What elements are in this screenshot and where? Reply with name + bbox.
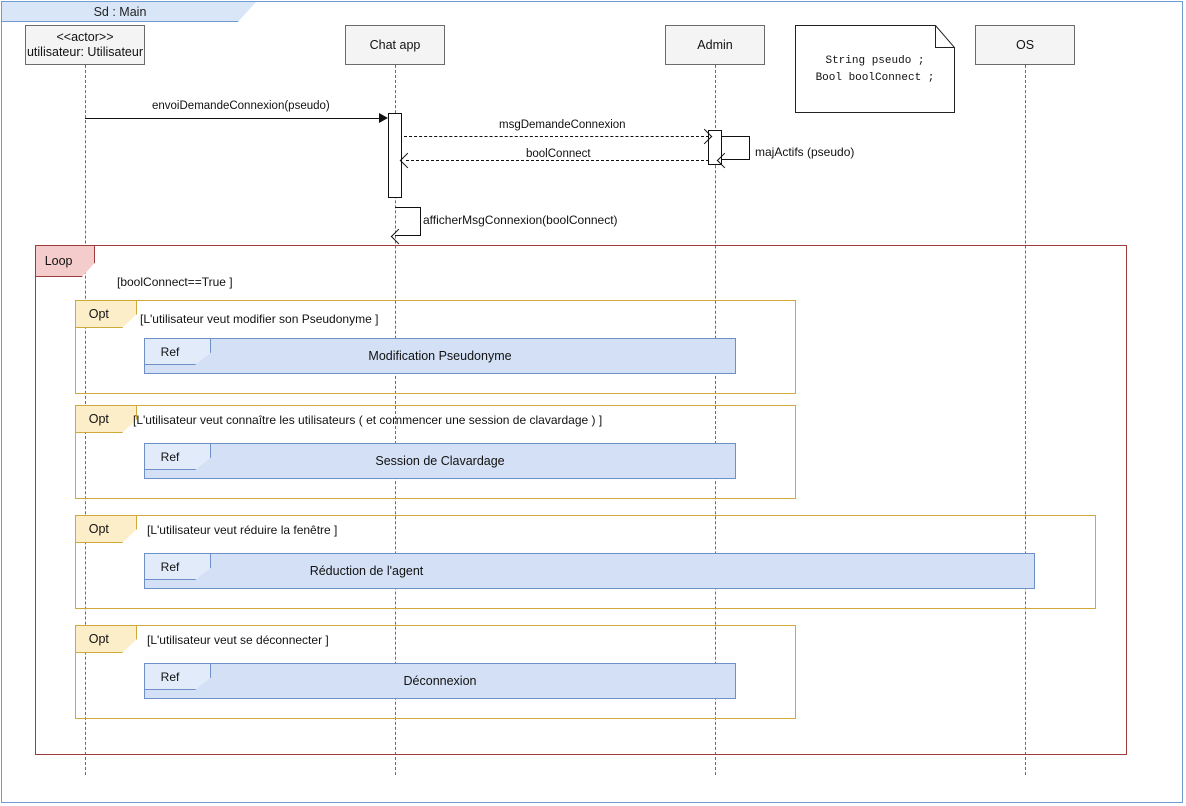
lifeline-head-os[interactable]: OS: [975, 25, 1075, 65]
opt-fragment-4: [75, 625, 796, 719]
opt-4-guard: [L'utilisateur veut se déconnecter ]: [147, 633, 329, 647]
message-label-afficher-msg-connexion: afficherMsgConnexion(boolConnect): [423, 213, 618, 227]
opt-1-tag-label: Opt: [88, 307, 109, 321]
opt-3-tag-label: Opt: [88, 522, 109, 536]
opt-2-tag-label: Opt: [88, 412, 109, 426]
note-attributes: String pseudo ; Bool boolConnect ;: [795, 25, 955, 113]
opt-1-guard: [L'utilisateur veut modifier son Pseudon…: [140, 312, 379, 326]
lifeline-label-utilisateur: utilisateur: Utilisateur: [26, 45, 143, 59]
lifeline-label-os: OS: [1015, 37, 1035, 52]
diagram-title: Sd : Main: [93, 5, 147, 19]
selfmessage-box-maj-actifs: [722, 136, 750, 160]
ref-box-3[interactable]: Réduction de l'agent Ref: [144, 553, 1035, 589]
loop-guard: [boolConnect==True ]: [117, 275, 233, 289]
loop-fragment-tag: Loop: [35, 245, 95, 277]
loop-tag-label: Loop: [44, 254, 73, 268]
loop-fragment: [35, 245, 1127, 755]
lifeline-chat-app: [395, 65, 396, 775]
ref-4-tag-label: Ref: [160, 670, 180, 684]
opt-2-guard: [L'utilisateur veut connaître les utilis…: [133, 413, 603, 427]
message-label-maj-actifs: majActifs (pseudo): [755, 145, 855, 159]
message-line-envoi-demande-connexion: [85, 118, 379, 119]
ref-box-1[interactable]: Modification Pseudonyme Ref: [144, 338, 736, 374]
selfmessage-box-afficher-msg-connexion: [395, 207, 421, 236]
ref-4-title: Déconnexion: [403, 674, 477, 688]
lifeline-label-chat-app: Chat app: [369, 37, 421, 52]
lifeline-admin: [715, 65, 716, 775]
opt-fragment-3-tag: Opt: [75, 515, 137, 543]
ref-1-tag-label: Ref: [160, 345, 180, 359]
opt-4-tag-label: Opt: [88, 632, 109, 646]
lifeline-head-chat-app[interactable]: Chat app: [345, 25, 445, 65]
ref-box-4[interactable]: Déconnexion Ref: [144, 663, 736, 699]
ref-box-2[interactable]: Session de Clavardage Ref: [144, 443, 736, 479]
diagram-frame-tab: Sd : Main: [1, 1, 257, 22]
lifeline-head-admin[interactable]: Admin: [665, 25, 765, 65]
opt-fragment-1-tag: Opt: [75, 300, 137, 328]
activation-admin: [708, 130, 722, 165]
message-label-msg-demande-connexion: msgDemandeConnexion: [499, 119, 626, 131]
note-line-1: String pseudo ;: [825, 55, 925, 67]
opt-3-guard: [L'utilisateur veut réduire la fenêtre ]: [147, 523, 338, 537]
lifeline-head-utilisateur[interactable]: <<actor>> utilisateur: Utilisateur: [25, 25, 145, 65]
lifeline-stereotype-utilisateur: <<actor>>: [56, 30, 114, 44]
opt-fragment-4-tag: Opt: [75, 625, 137, 653]
message-label-envoi-demande-connexion: envoiDemandeConnexion(pseudo): [152, 100, 330, 112]
message-label-bool-connect: boolConnect: [526, 148, 591, 160]
opt-fragment-2: [75, 405, 796, 499]
ref-1-tag: Ref: [145, 339, 211, 365]
opt-fragment-2-tag: Opt: [75, 405, 137, 433]
opt-fragment-3: [75, 515, 1096, 609]
ref-2-tag-label: Ref: [160, 450, 180, 464]
message-line-bool-connect: [406, 160, 709, 161]
ref-3-tag: Ref: [145, 554, 211, 580]
message-line-msg-demande-connexion: [404, 136, 709, 137]
note-shape-icon: [795, 25, 955, 113]
lifeline-label-admin: Admin: [697, 37, 733, 52]
activation-chat-app: [388, 113, 402, 198]
ref-3-tag-label: Ref: [160, 560, 180, 574]
ref-4-tag: Ref: [145, 664, 211, 690]
note-line-2: Bool boolConnect ;: [815, 72, 935, 84]
opt-fragment-1: [75, 300, 796, 394]
ref-1-title: Modification Pseudonyme: [368, 349, 512, 363]
ref-2-tag: Ref: [145, 444, 211, 470]
ref-3-title: Réduction de l'agent: [309, 564, 424, 578]
arrowhead-envoi-demande-connexion: [379, 113, 388, 123]
lifeline-os: [1025, 65, 1026, 775]
ref-2-title: Session de Clavardage: [375, 454, 505, 468]
